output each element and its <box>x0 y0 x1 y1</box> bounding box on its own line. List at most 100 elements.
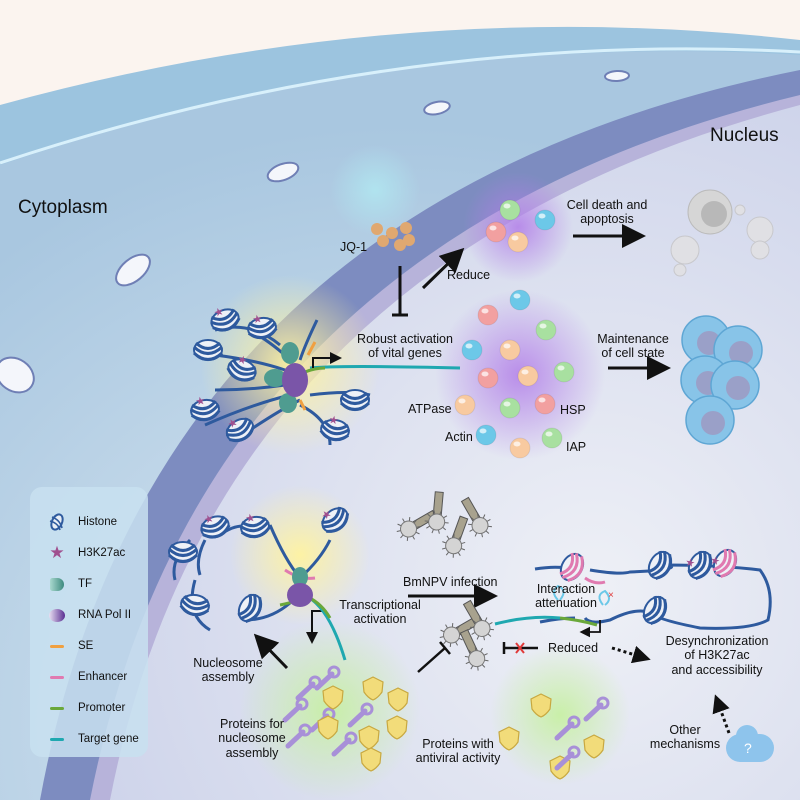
legend-item-target-gene: Target gene <box>46 728 146 750</box>
virus-spike <box>474 532 478 537</box>
reduce-arrow <box>421 247 465 290</box>
protein-ball-icon <box>499 339 521 361</box>
virus-spike <box>470 626 475 629</box>
shield-protein-icon <box>386 715 408 740</box>
cell-nucleus <box>701 411 725 435</box>
virus-spike <box>412 535 415 540</box>
nucleosome-icon: ★ <box>226 353 257 382</box>
nucleosome-icon: ★ <box>210 305 241 332</box>
virus-spike <box>457 552 461 556</box>
virus-spike <box>469 529 474 532</box>
dna-wrap <box>192 341 224 361</box>
virus-head <box>468 650 486 668</box>
nucleosome-icon <box>167 541 199 563</box>
nucleosome-icon: ★ <box>239 512 271 539</box>
virus-spike <box>458 637 463 641</box>
shield-protein-icon <box>387 687 409 712</box>
dna-wrap <box>200 515 231 539</box>
protein-ball-icon <box>477 367 499 389</box>
histone-icon <box>46 513 68 531</box>
protein-ball-icon <box>553 361 575 383</box>
virus-spike <box>477 513 479 518</box>
virus-spike <box>440 629 445 633</box>
tf-icon <box>46 575 68 593</box>
virus-spike <box>481 664 486 668</box>
apoptotic-body-icon <box>673 263 687 277</box>
virus-head <box>473 619 491 637</box>
protein-loop-icon <box>598 589 610 606</box>
virus-spike <box>449 642 452 647</box>
nucleus-area <box>110 105 800 800</box>
h3k27ac-star-icon: ★ <box>195 395 207 409</box>
virus-spike <box>461 541 466 545</box>
virus-spike <box>400 534 404 539</box>
wrench-head <box>567 745 581 759</box>
virus-spike <box>402 518 405 523</box>
legend-item-h3k27ac: ★ H3K27ac <box>46 542 146 564</box>
protein-highlight <box>538 213 546 219</box>
dna-wrap <box>647 550 672 581</box>
reduced-label: Reduced <box>548 641 599 655</box>
nucleosome-icon: ★ <box>708 548 738 579</box>
nucleosome-icon <box>179 593 211 617</box>
protein-highlight <box>503 343 511 349</box>
actin-label: Actin <box>445 430 473 444</box>
nucleosome-icon <box>339 389 371 411</box>
wrench-head <box>327 665 341 679</box>
virus-spike <box>442 541 447 544</box>
cell-nucleus <box>726 376 750 400</box>
dna-wrap <box>225 417 256 442</box>
nucleus-label: Nucleus <box>710 125 779 146</box>
virus-spike <box>443 515 448 519</box>
promoter-line-icon <box>46 699 68 717</box>
virus-spike <box>485 530 490 534</box>
virus-head <box>443 626 461 644</box>
h3k27ac-star-icon: ★ <box>236 353 250 368</box>
virus-spike <box>439 636 444 638</box>
nucleosome-icon <box>192 339 224 361</box>
virus-spike <box>476 635 480 640</box>
protein-ball-icon <box>477 304 499 326</box>
protein-ball-icon <box>475 424 497 446</box>
legend-item-histone: Histone <box>46 511 146 533</box>
protein-loop-icon <box>553 584 565 601</box>
protein-highlight <box>489 225 497 231</box>
virus-spike <box>426 525 431 529</box>
virus-spike <box>480 647 483 652</box>
virus-spike <box>483 636 485 641</box>
virus-spike <box>406 536 409 541</box>
wrench-head <box>596 696 610 710</box>
protein-highlight <box>503 203 511 209</box>
apoptotic-body-icon <box>746 216 774 244</box>
legend-item-promoter: Promoter <box>46 697 146 719</box>
protein-ball-icon <box>534 209 556 231</box>
shield-protein-icon <box>530 693 552 718</box>
protein-ball-icon <box>485 221 507 243</box>
dna-wrap <box>239 517 271 539</box>
virus-spike <box>413 519 417 524</box>
dna-wrap <box>226 358 257 382</box>
nucleosome-icon: ★ <box>225 416 256 443</box>
rna-pol-icon <box>46 606 68 624</box>
protein-highlight <box>479 428 487 434</box>
virus-spike <box>472 620 477 624</box>
bmnpv-virus-icon <box>441 515 469 558</box>
bmnpv-virus-icon <box>462 599 494 641</box>
virus-head <box>445 537 463 555</box>
reduce-label: Reduce <box>447 268 491 282</box>
virus-spike <box>427 513 431 518</box>
enhancer-line-icon <box>46 668 68 686</box>
attenuation-x-icon: × <box>608 590 614 601</box>
h3k27ac-star-icon: ★ <box>245 512 257 526</box>
legend-item-rna-pol: RNA Pol II <box>46 604 146 626</box>
wrench-head <box>295 697 309 711</box>
protein-ball-icon <box>461 339 483 361</box>
shield-protein-icon <box>317 715 339 740</box>
protein-ball-icon <box>454 394 476 416</box>
nucleosome-icon: ★ <box>683 550 713 581</box>
wrench-head <box>344 731 358 745</box>
bmnpv-virus-icon <box>424 491 449 534</box>
virus-spike <box>397 523 402 527</box>
legend-item-se: SE <box>46 635 146 657</box>
